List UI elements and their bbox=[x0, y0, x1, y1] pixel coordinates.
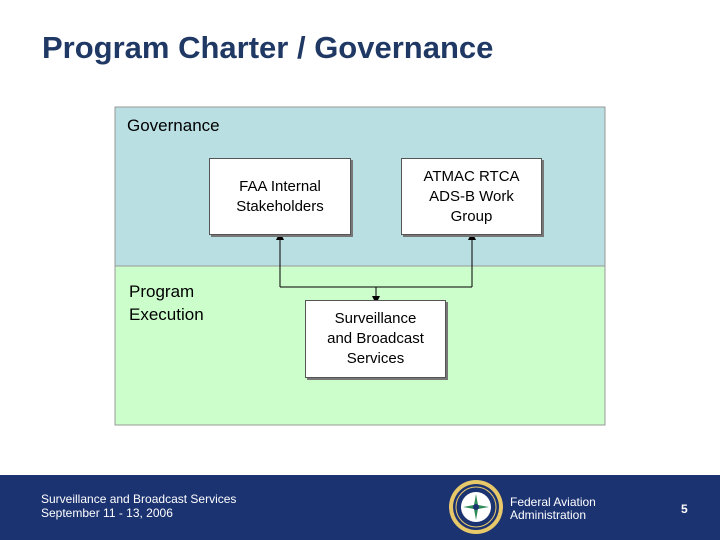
atmac-rtca-box: ATMAC RTCA ADS-B Work Group bbox=[401, 158, 542, 235]
page-number: 5 bbox=[681, 502, 688, 516]
footer-bar: Surveillance and Broadcast Services Sept… bbox=[0, 475, 720, 540]
footer-event: Surveillance and Broadcast Services Sept… bbox=[41, 492, 236, 520]
org-line-1: Federal Aviation bbox=[510, 495, 596, 509]
governance-label: Governance bbox=[127, 116, 220, 135]
footer-line-1: Surveillance and Broadcast Services bbox=[41, 492, 237, 506]
org-line-2: Administration bbox=[510, 508, 587, 522]
footer-organization: Federal Aviation Administration bbox=[510, 496, 596, 522]
faa-internal-stakeholders-box: FAA Internal Stakeholders bbox=[209, 158, 351, 235]
page-title: Program Charter / Governance bbox=[42, 30, 494, 65]
footer-line-2: September 11 - 13, 2006 bbox=[41, 506, 173, 520]
surveillance-broadcast-box: Surveillance and Broadcast Services bbox=[305, 300, 446, 378]
faa-seal-icon bbox=[449, 480, 503, 534]
program-execution-label: Program Execution bbox=[129, 282, 204, 324]
